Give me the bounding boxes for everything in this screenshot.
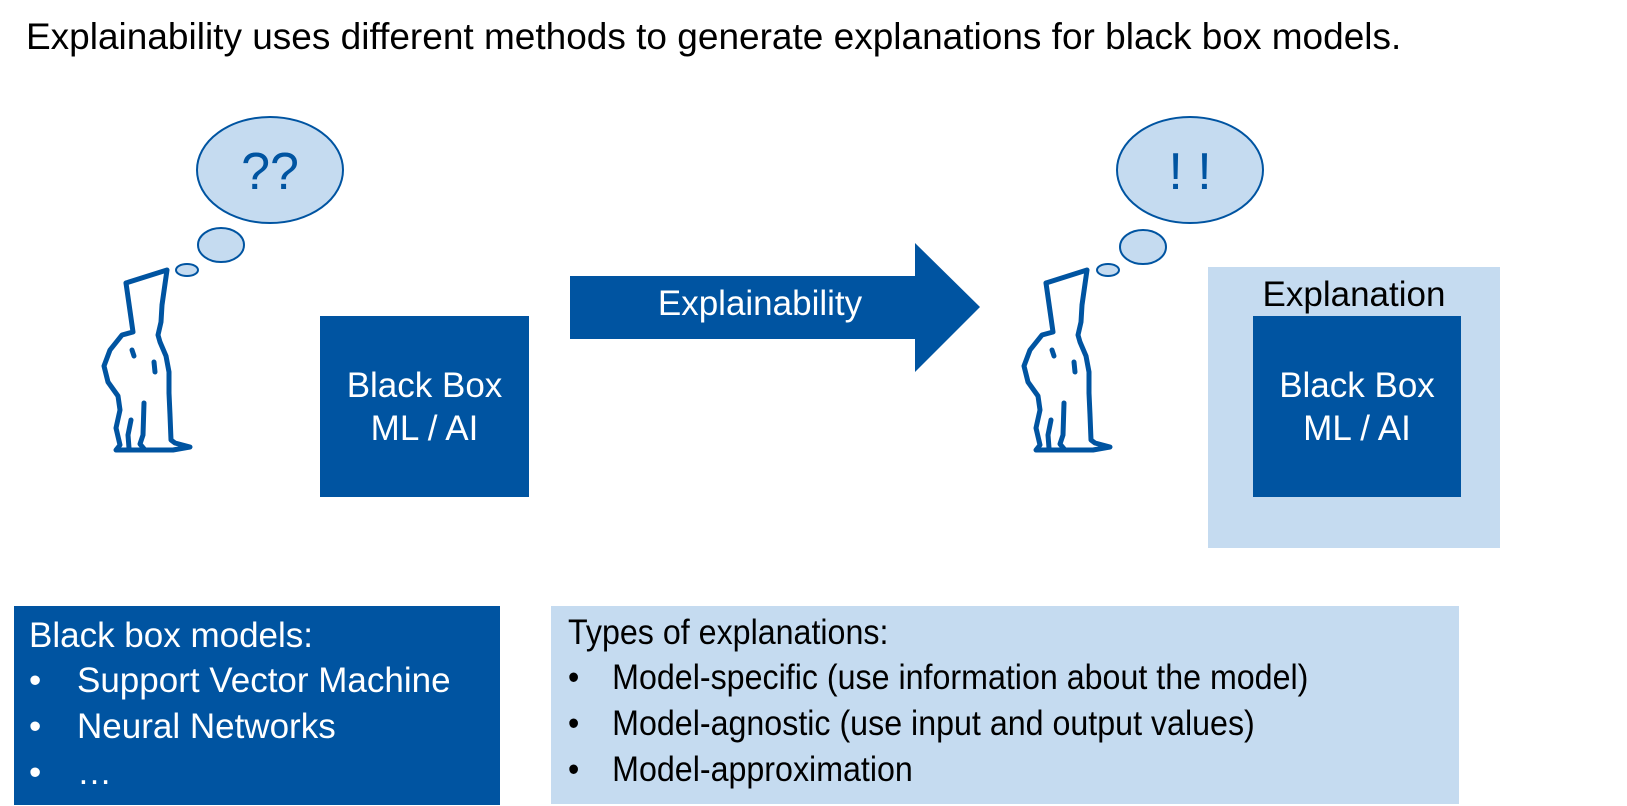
list-item-text: Model-agnostic (use input and output val… xyxy=(612,704,1255,743)
list-item-text: … xyxy=(77,753,112,792)
black-box-line1: Black Box xyxy=(346,365,503,405)
list-item-text: Support Vector Machine xyxy=(77,661,451,700)
list-item: • Support Vector Machine xyxy=(29,661,451,701)
list-item: • Model-agnostic (use input and output v… xyxy=(568,704,1255,744)
panel-heading: Black box models: xyxy=(29,616,314,655)
bullet-icon: • xyxy=(568,750,580,789)
thought-bubble-exclamation-text: ! ! xyxy=(1168,143,1212,201)
thought-bubble-large xyxy=(1116,116,1264,224)
bullet-icon: • xyxy=(29,661,42,700)
thought-bubble-small xyxy=(175,263,199,277)
black-box-line2: ML / AI xyxy=(370,408,479,448)
explained-black-box-model: Black Box ML / AI xyxy=(1253,316,1461,497)
black-box-line2: ML / AI xyxy=(1303,408,1411,448)
bullet-icon: • xyxy=(29,707,42,746)
black-box-line1: Black Box xyxy=(1279,365,1435,405)
list-item: • Model-specific (use information about … xyxy=(568,658,1308,698)
black-box-model: Black Box ML / AI xyxy=(320,316,529,497)
person-outline-icon xyxy=(1021,267,1113,453)
bullet-icon: • xyxy=(29,753,42,792)
list-item-text: Model-approximation xyxy=(612,750,913,789)
slide-title: Explainability uses different methods to… xyxy=(26,16,1402,57)
black-box-models-panel: Black box models: • Support Vector Machi… xyxy=(14,606,500,805)
list-item: • … xyxy=(29,753,112,793)
thought-bubble-small xyxy=(1096,263,1120,277)
thought-bubble-large xyxy=(196,116,344,224)
bullet-icon: • xyxy=(568,704,580,743)
list-item-text: Neural Networks xyxy=(77,707,336,746)
confused-person-figure xyxy=(101,116,344,453)
list-item-text: Model-specific (use information about th… xyxy=(612,658,1309,697)
thought-bubble-medium xyxy=(1119,229,1167,265)
arrow-shape xyxy=(570,243,980,372)
list-item: • Neural Networks xyxy=(29,707,336,747)
arrow-label: Explainability xyxy=(657,284,863,323)
bullet-icon: • xyxy=(568,658,580,697)
person-outline-icon xyxy=(101,267,193,453)
explainability-arrow xyxy=(570,243,980,372)
thought-bubble-medium xyxy=(197,227,245,263)
enlightened-person-figure xyxy=(1021,116,1264,453)
panel-heading: Types of explanations: xyxy=(568,613,889,652)
explanation-types-panel: Types of explanations: • Model-specific … xyxy=(551,606,1459,804)
explanation-label: Explanation xyxy=(1262,275,1446,314)
list-item: • Model-approximation xyxy=(568,750,913,790)
thought-bubble-question-text: ?? xyxy=(241,143,299,201)
